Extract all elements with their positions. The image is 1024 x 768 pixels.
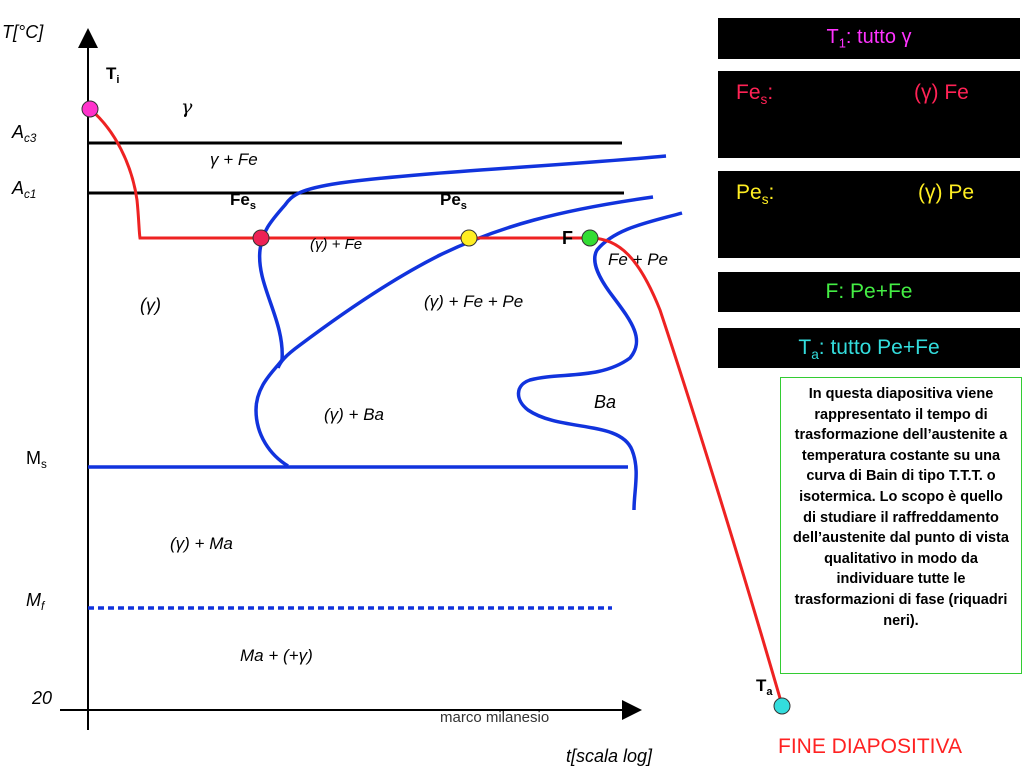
legend-pes-text: Pes: [736,181,775,207]
description-note: In questa diapositiva viene rappresentat… [780,377,1022,674]
x-axis-label: t[scala log] [566,746,653,766]
region-gamma-ma: (γ) + Ma [170,534,233,553]
cooling-curve [89,107,784,706]
fes-label: Fes [230,190,256,212]
ms-label: Ms [26,448,47,472]
finish-curve-pearlite [276,195,654,369]
region-gamma-fe-mid: (γ) + Fe [310,236,363,253]
legend-box-fes: Fes: (γ) Fe [718,71,1020,158]
start-curve-lower [254,358,289,468]
legend-t1-text: T1: tutto γ [826,26,912,51]
legend-f-text: F: Pe+Fe [825,280,913,303]
region-ma-gamma: Ma + (+γ) [240,646,313,665]
point-fes [252,229,270,247]
y-axis-label: T[°C] [2,22,44,42]
ac3-label: Ac3 [12,122,37,146]
region-gamma-ba: (γ) + Ba [324,405,384,424]
ti-label: Ti [106,64,120,86]
legend-ta-text: Ta: tutto Pe+Fe [798,336,940,362]
point-ta [773,697,791,715]
region-fe-pe: Fe + Pe [608,250,669,269]
legend-fes-text: Fes: [736,81,774,107]
legend-box-f: F: Pe+Fe [718,272,1020,312]
legend-fes-right: (γ) Fe [914,81,969,104]
legend-box-pes: Pes: (γ) Pe [718,171,1020,258]
region-gamma-fe-pe: (γ) + Fe + Pe [424,292,524,311]
legend-box-ta: Ta: tutto Pe+Fe [718,328,1020,368]
region-gamma: γ [181,96,193,118]
point-pes [460,229,478,247]
region-gamma-fe-top: γ + Fe [210,150,258,169]
point-f [581,229,599,247]
watermark: marco milanesio [440,709,550,726]
point-ti [81,100,99,118]
start-curve-upper [257,154,667,361]
mf-label: Mf [26,590,45,614]
region-ba: Ba [594,392,617,412]
legend-box-t1: T1: tutto γ [718,18,1020,59]
ta-label: Ta [756,676,773,698]
pes-label: Pes [440,190,467,212]
region-gamma-paren: (γ) [140,295,161,315]
legend-pes-right: (γ) Pe [918,181,975,204]
t20-label: 20 [32,688,53,708]
f-label: F [562,228,573,248]
finish-curve-right [516,211,683,511]
ac1-label: Ac1 [12,178,37,202]
end-slide-label: FINE DIAPOSITIVA [778,735,962,758]
